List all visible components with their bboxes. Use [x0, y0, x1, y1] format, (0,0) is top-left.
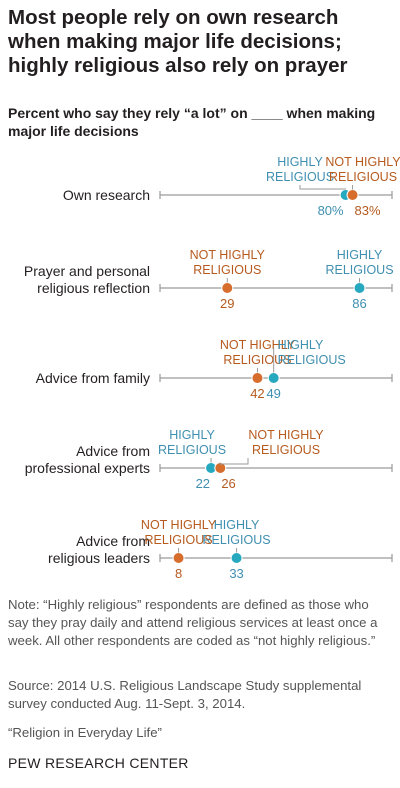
value-label-highly-religious: 49 — [266, 386, 280, 401]
value-label-not-highly-religious: 83% — [355, 203, 381, 218]
value-label-not-highly-religious: 29 — [220, 296, 234, 311]
series-label-not-highly-religious: NOT HIGHLY — [190, 248, 266, 262]
series-label-not-highly-religious: RELIGIOUS — [329, 170, 397, 184]
series-label-not-highly-religious: RELIGIOUS — [193, 263, 261, 277]
report-title: “Religion in Everyday Life” — [8, 725, 162, 740]
series-label-highly-religious: RELIGIOUS — [203, 533, 271, 547]
category-label: Advice from — [76, 533, 150, 549]
chart-title: Most people rely on own research when ma… — [8, 6, 348, 77]
value-label-not-highly-religious: 26 — [221, 476, 235, 491]
dot-not-highly-religious — [172, 552, 185, 564]
category-label: Advice from family — [36, 370, 150, 386]
series-label-not-highly-religious: RELIGIOUS — [145, 533, 213, 547]
value-label-highly-religious: 33 — [229, 566, 243, 581]
dot-not-highly-religious — [346, 189, 359, 201]
category-label: Advice from — [76, 443, 150, 459]
dot-highly-religious — [267, 372, 280, 384]
series-label-highly-religious: HIGHLY — [277, 155, 323, 169]
dot-not-highly-religious — [251, 372, 264, 384]
category-label: professional experts — [25, 460, 150, 476]
dot-highly-religious — [353, 282, 366, 294]
leader-line — [219, 458, 249, 465]
category-label: religious reflection — [37, 280, 150, 296]
series-label-highly-religious: RELIGIOUS — [325, 263, 393, 277]
series-label-not-highly-religious: NOT HIGHLY — [220, 338, 296, 352]
category-label: Prayer and personal — [24, 263, 150, 279]
dot-not-highly-religious — [221, 282, 234, 294]
chart-note: Note: “Highly religious” respondents are… — [8, 597, 378, 648]
value-label-highly-religious: 86 — [352, 296, 366, 311]
series-label-highly-religious: RELIGIOUS — [278, 353, 346, 367]
series-label-highly-religious: HIGHLY — [278, 338, 324, 352]
series-label-highly-religious: RELIGIOUS — [158, 443, 226, 457]
chart-source: Source: 2014 U.S. Religious Landscape St… — [8, 678, 362, 711]
value-label-not-highly-religious: 42 — [250, 386, 264, 401]
organization-name: PEW RESEARCH CENTER — [8, 755, 189, 771]
series-label-not-highly-religious: RELIGIOUS — [223, 353, 291, 367]
series-label-highly-religious: HIGHLY — [169, 428, 215, 442]
leader-line — [299, 185, 347, 190]
series-label-not-highly-religious: NOT HIGHLY — [248, 428, 324, 442]
category-label: religious leaders — [48, 550, 150, 566]
series-label-not-highly-religious: NOT HIGHLY — [141, 518, 217, 532]
value-label-highly-religious: 80% — [318, 203, 344, 218]
value-label-not-highly-religious: 8 — [175, 566, 182, 581]
series-label-highly-religious: HIGHLY — [214, 518, 260, 532]
series-label-not-highly-religious: RELIGIOUS — [252, 443, 320, 457]
series-label-highly-religious: RELIGIOUS — [266, 170, 334, 184]
dot-highly-religious — [230, 552, 243, 564]
chart-subtitle: Percent who say they rely “a lot” on ___… — [8, 105, 376, 139]
series-label-highly-religious: HIGHLY — [337, 248, 383, 262]
series-label-not-highly-religious: NOT HIGHLY — [325, 155, 400, 169]
category-label: Own research — [63, 187, 150, 203]
value-label-highly-religious: 22 — [196, 476, 210, 491]
